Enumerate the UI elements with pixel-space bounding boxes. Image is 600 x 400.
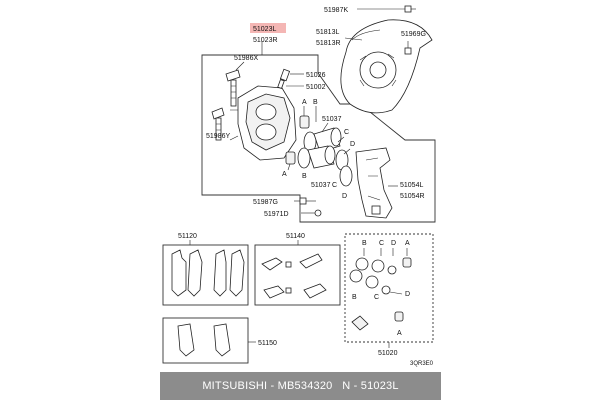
boot-A-icon [299,115,310,129]
label-51120[interactable]: 51120 [178,233,197,240]
label-D-2[interactable]: D [342,193,347,200]
label-51037-bottom[interactable]: 51037 [311,182,331,189]
pad-clips-box [254,244,341,306]
pad-clip-icons [261,253,327,299]
caliper-body[interactable] [229,85,297,161]
seal-kit-icons [349,257,412,331]
bolt-51969G-icon [404,47,412,55]
footer-sep2: N - [332,380,361,392]
caliper-support-bracket[interactable] [355,147,393,219]
label-51020[interactable]: 51020 [378,350,398,357]
diagram-code: 3QR3E0 [410,361,434,367]
label-51002[interactable]: 51002 [306,84,326,91]
label-51150[interactable]: 51150 [258,340,277,347]
bolt-51987K-icon [404,5,416,13]
washer-51971D-icon [314,209,322,217]
bleeder-screw-icon [277,68,291,89]
label-B-kit-2[interactable]: B [352,294,357,301]
shim-icons [177,323,231,357]
label-D-kit-1[interactable]: D [391,240,396,247]
boot-lower-icon [285,151,296,165]
label-A-1[interactable]: A [302,99,307,106]
bolt-51986X-icon [225,69,241,107]
footer-reference: 51023L [360,380,399,392]
label-A-kit-1[interactable]: A [405,240,410,247]
label-D-1[interactable]: D [350,141,355,148]
footer-brand: MITSUBISHI [202,380,268,392]
label-B-kit[interactable]: B [362,240,367,247]
footer-part-number: MB534320 [277,380,333,392]
footer-bar: MITSUBISHI - MB534320 N - 51023L [160,372,441,400]
label-51054R[interactable]: 51054R [400,193,425,200]
label-51054L[interactable]: 51054L [400,182,423,189]
label-51813R[interactable]: 51813R [316,40,341,47]
label-51813L[interactable]: 51813L [316,29,339,36]
label-C-kit-1[interactable]: C [379,240,384,247]
piston-seal-icon [297,127,353,187]
label-C-2[interactable]: C [332,182,337,189]
brake-pad-icons [171,249,245,297]
label-51023R[interactable]: 51023R [253,37,278,44]
label-51037-top[interactable]: 51037 [322,116,342,123]
label-51140[interactable]: 51140 [286,233,305,240]
label-51986Y[interactable]: 51986Y [206,133,230,140]
label-51971D[interactable]: 51971D [264,211,289,218]
bolt-51986Y-icon [211,107,225,141]
label-51986X[interactable]: 51986X [234,55,258,62]
label-C-kit-2[interactable]: C [374,294,379,301]
label-C-1[interactable]: C [344,129,349,136]
caliper-assembly-frame [201,54,436,223]
bolt-51987G-icon [299,197,316,205]
dust-shield[interactable] [340,19,433,114]
label-51026[interactable]: 51026 [306,72,326,79]
label-B-2[interactable]: B [302,173,307,180]
label-D-kit-2[interactable]: D [405,291,410,298]
label-B-1[interactable]: B [313,99,318,106]
highlight-box [250,23,286,33]
anti-squeal-box [162,317,249,364]
label-51023L[interactable]: 51023L [253,26,276,33]
label-A-kit-2[interactable]: A [397,330,402,337]
label-51969G[interactable]: 51969G [401,31,426,38]
label-51987K[interactable]: 51987K [324,7,348,14]
brake-pads-box [162,244,249,306]
footer-sep1: - [267,380,278,392]
label-51987G[interactable]: 51987G [253,199,278,206]
label-A-2[interactable]: A [282,171,287,178]
